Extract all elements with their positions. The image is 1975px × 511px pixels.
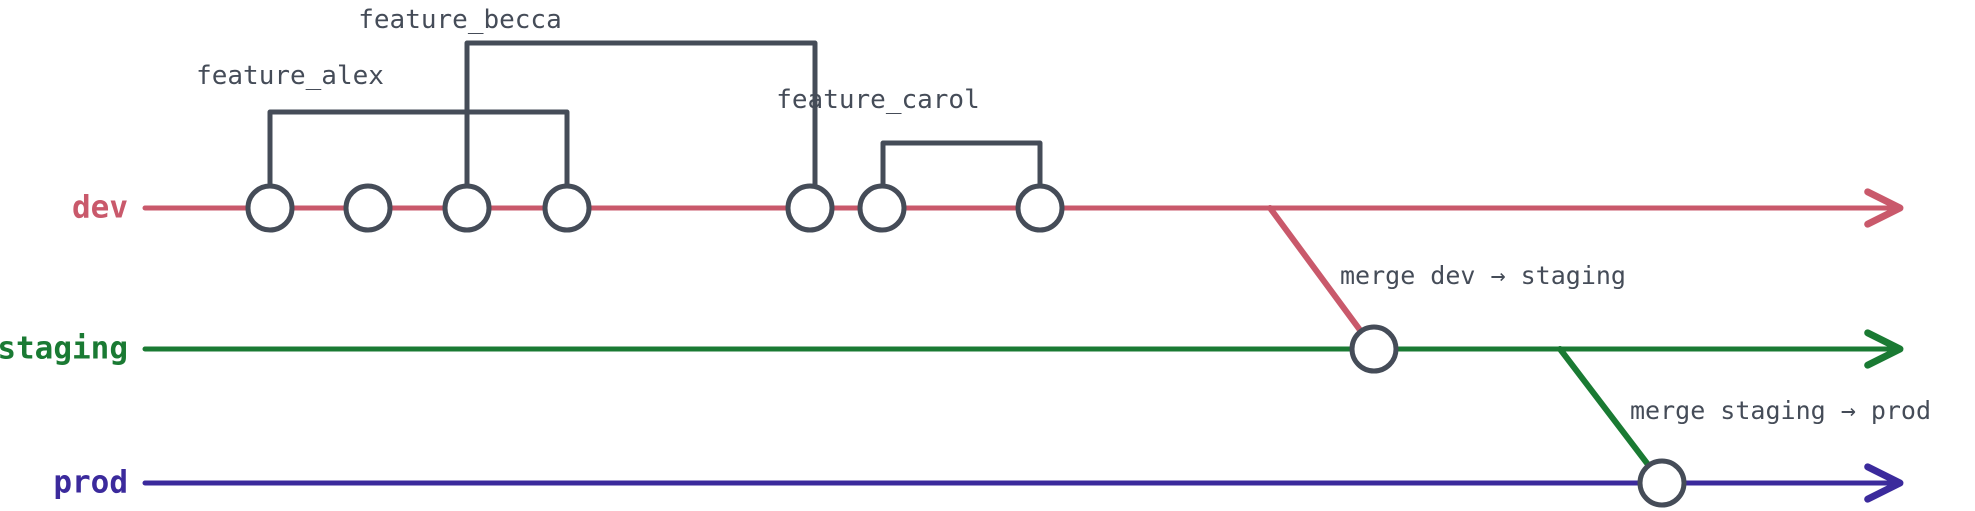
feature-label-feature_carol: feature_carol	[776, 85, 980, 115]
arrow-icon-staging	[1864, 329, 1904, 369]
feature-bracket-feature_carol	[880, 140, 1043, 189]
commit-dot-prod-0[interactable]	[1637, 458, 1687, 508]
arrow-icon-dev	[1864, 188, 1904, 228]
feature-bracket-feature_becca	[464, 40, 818, 189]
commit-dot-dev-5[interactable]	[857, 183, 907, 233]
lane-label-staging: staging	[0, 331, 128, 367]
commit-dot-dev-6[interactable]	[1015, 183, 1065, 233]
commit-dot-dev-2[interactable]	[442, 183, 492, 233]
commit-dot-dev-0[interactable]	[245, 183, 295, 233]
text-labels-layer: dev staging prod merge dev → staging merge s…	[0, 5, 1931, 501]
feature-brackets-layer	[267, 40, 1043, 189]
feature-bracket-feature_alex	[267, 109, 570, 189]
commit-dots-layer	[245, 183, 1687, 508]
merge-label-merge-dev-staging: merge dev → staging	[1340, 261, 1626, 290]
merge-label-merge-staging-prod: merge staging → prod	[1630, 396, 1931, 425]
commit-dot-staging-0[interactable]	[1349, 324, 1399, 374]
merge-edges-layer	[1267, 205, 1652, 469]
commit-dot-dev-1[interactable]	[343, 183, 393, 233]
arrow-icon-prod	[1864, 463, 1904, 503]
merge-edge-merge-staging-prod	[1557, 346, 1652, 469]
commit-dot-dev-3[interactable]	[542, 183, 592, 233]
merge-edge-merge-dev-staging	[1267, 205, 1364, 335]
feature-label-feature_becca: feature_becca	[358, 5, 562, 35]
feature-label-feature_alex: feature_alex	[196, 61, 384, 91]
lane-label-dev: dev	[72, 190, 128, 226]
commit-dot-dev-4[interactable]	[785, 183, 835, 233]
lane-label-prod: prod	[53, 465, 128, 501]
